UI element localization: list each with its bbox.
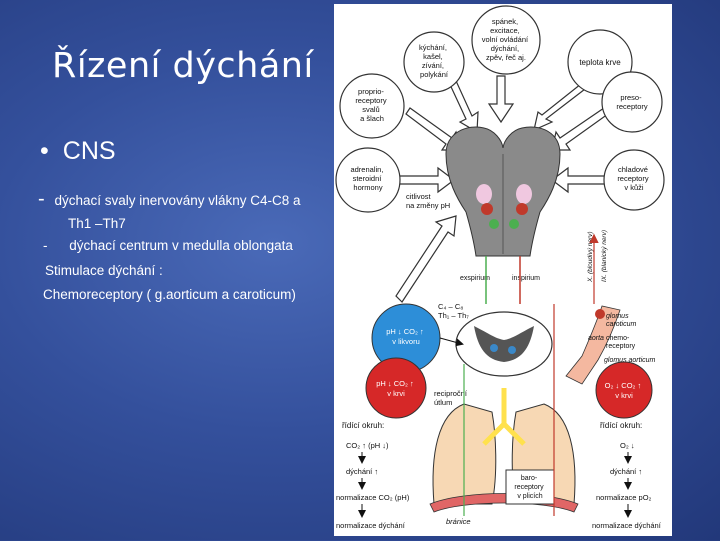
nerve-ix-label: IX. (blanický nerv) (601, 230, 608, 282)
slide-title: Řízení dýchání (52, 46, 322, 86)
aorta-label: aorta (588, 335, 604, 342)
tl-2: kašel, (423, 52, 443, 61)
circle-blood-left: pH ↓ CO₂ ↑ v krvi (366, 358, 426, 418)
text-line-1-body: dýchací svaly inervovány vlákny C4-C8 a (54, 193, 300, 208)
rl-step1: O₂ ↓ (620, 441, 635, 450)
pr-2: receptory (355, 96, 387, 105)
ad-1: adrenalin, (350, 165, 383, 174)
ch-2: receptory (606, 343, 636, 350)
svg-text:preso- receptory: preso- receptory (616, 93, 648, 111)
text-line-3: - dýchací centrum v medulla oblongata (43, 238, 293, 253)
bullet-cns: • CNS (40, 137, 116, 166)
ll-step1: CO₂ ↑ (pH ↓) (346, 441, 389, 450)
svg-text:chemo- receptory: chemo- receptory (606, 335, 636, 350)
cr-2: receptory (617, 174, 649, 183)
cr-1: chladové (618, 165, 648, 174)
rl-title: řídící okruh: (600, 421, 642, 430)
gc-1: glomus (606, 313, 629, 320)
circle-adrenalin: adrenalin, steroidní hormony (336, 148, 400, 212)
circle-top-center: spánek, excitace, volní ovládání dýchání… (472, 6, 540, 74)
text-line-4: Stimulace dýchání : (45, 263, 163, 278)
dash-marker: - (38, 188, 45, 210)
bullet-dot-icon: • (40, 137, 49, 165)
ll-title: řídící okruh: (342, 421, 384, 430)
svg-text:adrenalin, steroidní: adrenalin, steroidní hormony (350, 165, 385, 192)
tc-2: excitace, (490, 26, 520, 35)
baro-3: v plicích (517, 493, 542, 500)
tl-1: kýchání, (419, 43, 447, 52)
text-line-2: Th1 –Th7 (68, 216, 126, 231)
breathing-regulation-diagram: spánek, excitace, volní ovládání dýchání… (334, 4, 672, 536)
ps-2: receptory (616, 102, 648, 111)
circle-cold-receptors: chladové receptory v kůži (604, 150, 664, 210)
left-control-loop: řídící okruh: CO₂ ↑ (pH ↓) dýchání ↑ nor… (336, 421, 410, 530)
pr-3: svalů (362, 105, 380, 114)
brainstem-illustration (446, 127, 560, 256)
svg-text:kýchání, kašel, zí: kýchání, kašel, zívání, polykání (419, 43, 449, 79)
tc-3: volní ovládání (482, 35, 529, 44)
svg-text:citlivost na změny pH: citlivost na změny pH (406, 192, 450, 210)
tl-3: zívání, (422, 61, 444, 70)
spinal-2: Th₁ – Th₇ (438, 311, 469, 320)
dash-marker-2: - (43, 238, 48, 253)
diagram-svg: spánek, excitace, volní ovládání dýchání… (334, 4, 672, 536)
bl-2: v krvi (387, 389, 405, 398)
baro-2: receptory (514, 484, 544, 491)
spinal-cord-section (456, 312, 552, 376)
tr-text: teplota krve (579, 58, 621, 67)
ps-1: preso- (620, 93, 642, 102)
tl-4: polykání (420, 70, 449, 79)
nerve-x-label: X. (bloudivý nerv) (587, 231, 594, 283)
csf-2: v likvoru (392, 337, 420, 346)
circle-pressoreceptors: preso- receptory (602, 72, 662, 132)
text-line-5: Chemoreceptory ( g.aorticum a caroticum) (43, 287, 296, 302)
text-line-1: - dýchací svaly inervovány vlákny C4-C8 … (38, 188, 301, 211)
ch-1: chemo- (606, 335, 630, 342)
circle-proprioreceptors: proprio- receptory svalů a šlach (340, 74, 404, 138)
rl-step4: normalizace dýchání (592, 521, 662, 530)
branice-label: bránice (446, 517, 471, 526)
pr-1: proprio- (358, 87, 384, 96)
rec-1: reciproční (434, 389, 468, 398)
gc-2: caroticum (606, 321, 637, 328)
tc-1: spánek, (492, 17, 518, 26)
circle-blood-right: O₂ ↓ CO₂ ↑ v krvi (596, 362, 652, 418)
bullet-text: CNS (63, 137, 116, 165)
bl-1: pH ↓ CO₂ ↑ (376, 379, 414, 388)
br-2: v krvi (615, 391, 633, 400)
ad-2: steroidní (353, 174, 383, 183)
right-control-loop: řídící okruh: O₂ ↓ dýchání ↑ normalizace… (592, 421, 662, 530)
svg-text:glomus caroticum: glomus caroticum (606, 313, 637, 328)
circle-top-left: kýchání, kašel, zívání, polykání (404, 32, 464, 92)
sens-1: citlivost (406, 192, 432, 201)
svg-text:C₄ – C₈ Th₁ – Th₇: C₄ – C₈ Th₁ – Th₇ (438, 302, 469, 320)
baroreceptor-box: baro- receptory v plicích (506, 470, 554, 504)
ad-3: hormony (353, 183, 382, 192)
rl-step2: dýchání ↑ (610, 467, 642, 476)
tc-4: dýchání, (491, 44, 519, 53)
ll-step3: normalizace CO₂ (pH) (336, 493, 410, 502)
spinal-1: C₄ – C₈ (438, 302, 463, 311)
csf-1: pH ↓ CO₂ ↑ (386, 327, 424, 336)
ll-step2: dýchání ↑ (346, 467, 378, 476)
br-1: O₂ ↓ CO₂ ↑ (605, 381, 642, 390)
rl-step3: normalizace pO₂ (596, 493, 652, 502)
pr-4: a šlach (360, 114, 384, 123)
rec-2: útlum (434, 398, 452, 407)
text-line-3-body: dýchací centrum v medulla oblongata (69, 238, 293, 253)
inspirium-label: inspirium (512, 275, 540, 282)
ll-step4: normalizace dýchání (336, 521, 406, 530)
tc-5: zpěv, řeč aj. (486, 53, 526, 62)
sens-2: na změny pH (406, 201, 450, 210)
baro-1: baro- (521, 475, 538, 482)
cr-3: v kůži (624, 183, 644, 192)
